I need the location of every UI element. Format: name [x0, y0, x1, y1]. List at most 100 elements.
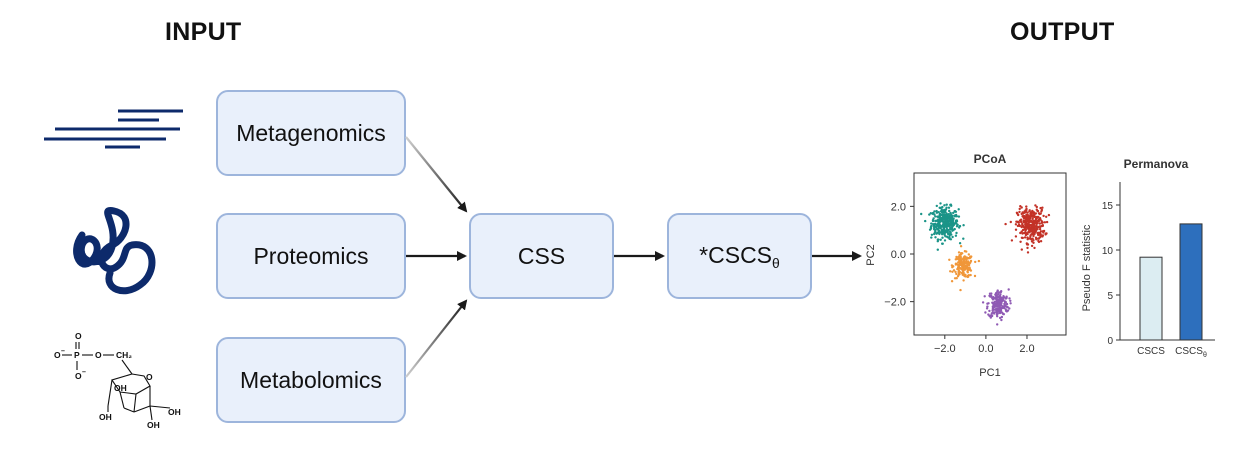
pcoa-point-series-1: [952, 269, 956, 272]
cscs-subscript: θ: [772, 254, 780, 271]
pcoa-point-series-3: [1042, 231, 1045, 234]
pcoa-point-series-3: [1033, 215, 1036, 218]
pcoa-point-series-0: [931, 211, 935, 215]
proteomics-box: Proteomics: [216, 213, 406, 299]
pcoa-point-series-0: [932, 226, 936, 229]
pcoa-point-series-0: [934, 236, 937, 239]
metagenomics-label: Metagenomics: [236, 119, 386, 146]
pcoa-point-series-3: [1019, 218, 1023, 221]
pcoa-point-series-0: [941, 205, 944, 209]
pcoa-point-series-3: [1036, 221, 1039, 224]
pcoa-point-series-0: [941, 216, 944, 219]
pcoa-point-series-0: [938, 215, 941, 219]
permanova-category-label: CSCS: [1137, 346, 1165, 357]
folded-protein-icon: [73, 206, 156, 295]
pcoa-point-series-3: [1024, 224, 1028, 228]
pcoa-point-series-1: [959, 288, 962, 292]
permanova-ytick-label: 5: [1107, 291, 1113, 302]
pcoa-point-series-0: [948, 217, 951, 220]
pcoa-point-series-3: [1016, 220, 1020, 223]
pcoa-point-series-0: [947, 206, 951, 209]
pcoa-point-series-2: [985, 307, 989, 310]
pcoa-point-series-2: [981, 301, 985, 304]
pcoa-point-series-0: [949, 238, 953, 241]
pcoa-point-series-0: [943, 221, 946, 225]
pcoa-point-series-3: [1029, 212, 1032, 216]
pcoa-point-series-1: [964, 255, 967, 258]
pcoa-point-series-2: [997, 307, 1001, 310]
pcoa-point-series-3: [1029, 226, 1032, 230]
pcoa-point-series-3: [1009, 220, 1012, 224]
pcoa-point-series-3: [1037, 233, 1040, 236]
pcoa-point-series-3: [1035, 238, 1038, 241]
pcoa-point-series-3: [1043, 221, 1047, 224]
pcoa-point-series-3: [1026, 246, 1029, 250]
pcoa-point-series-2: [993, 303, 997, 306]
pcoa-point-series-2: [1000, 302, 1003, 305]
pcoa-point-series-1: [955, 255, 958, 259]
pcoa-point-series-0: [937, 229, 941, 232]
pcoa-point-series-2: [991, 297, 994, 300]
pcoa-point-series-0: [948, 225, 951, 228]
pcoa-point-series-3: [1026, 251, 1030, 254]
molecule-o-bottom: O: [75, 371, 82, 381]
pcoa-xlabel: PC1: [979, 367, 1000, 379]
pcoa-point-series-1: [967, 262, 971, 265]
pcoa-point-series-1: [969, 273, 972, 277]
molecule-o-left: O: [54, 350, 61, 360]
pcoa-point-series-3: [1020, 220, 1023, 224]
pcoa-point-series-2: [1003, 303, 1006, 306]
pcoa-point-series-3: [1038, 227, 1042, 231]
pcoa-point-series-0: [950, 224, 954, 227]
pcoa-point-series-3: [1026, 216, 1029, 220]
pcoa-point-series-3: [1041, 224, 1044, 227]
pcoa-point-series-3: [1035, 205, 1038, 209]
pcoa-point-series-2: [1003, 306, 1006, 310]
pcoa-point-series-2: [999, 310, 1002, 314]
pcoa-point-series-1: [959, 267, 962, 270]
pcoa-point-series-1: [962, 279, 965, 282]
pcoa-point-series-1: [948, 258, 951, 261]
pcoa-point-series-3: [1035, 224, 1038, 227]
pcoa-point-series-3: [1047, 213, 1051, 217]
pcoa-point-series-3: [1039, 206, 1042, 210]
pcoa-point-series-1: [956, 275, 960, 278]
pcoa-point-series-2: [1000, 315, 1004, 319]
pcoa-point-series-3: [1038, 222, 1041, 225]
pcoa-point-series-2: [998, 316, 1002, 320]
pcoa-point-series-0: [933, 228, 937, 231]
pcoa-point-series-2: [1004, 309, 1008, 313]
pcoa-ytick-label: 2.0: [891, 201, 906, 213]
pcoa-point-series-0: [945, 203, 948, 206]
pcoa-point-series-1: [954, 270, 957, 274]
pcoa-point-series-0: [930, 224, 933, 228]
pcoa-point-series-1: [957, 251, 961, 254]
pcoa-point-series-0: [956, 224, 959, 227]
pcoa-point-series-1: [949, 270, 952, 273]
pcoa-point-series-2: [989, 316, 992, 319]
pcoa-point-series-0: [957, 208, 960, 211]
pcoa-point-series-3: [1045, 215, 1048, 218]
pcoa-point-series-3: [1036, 231, 1039, 235]
pcoa-point-series-0: [951, 235, 954, 239]
pcoa-point-series-0: [954, 234, 958, 237]
permanova-category-subscript: θ: [1203, 352, 1207, 359]
pcoa-point-series-2: [996, 295, 999, 299]
pcoa-point-series-2: [989, 295, 993, 298]
pcoa-point-series-0: [945, 229, 949, 232]
pcoa-point-series-1: [966, 267, 969, 270]
pcoa-point-series-1: [959, 252, 963, 255]
pcoa-point-series-3: [1032, 234, 1035, 238]
pcoa-point-series-2: [1008, 297, 1011, 300]
pcoa-point-series-0: [942, 209, 946, 212]
pcoa-point-series-0: [951, 218, 955, 222]
pcoa-point-series-0: [950, 226, 953, 229]
pcoa-point-series-3: [1035, 226, 1039, 230]
pcoa-point-series-0: [939, 206, 942, 210]
pcoa-point-series-2: [991, 309, 994, 312]
pcoa-point-series-3: [1033, 246, 1036, 250]
pcoa-point-series-3: [1039, 230, 1043, 233]
pcoa-point-series-3: [1037, 239, 1040, 243]
cscs-label: *CSCSθ: [699, 241, 780, 271]
pcoa-point-series-2: [986, 305, 989, 308]
